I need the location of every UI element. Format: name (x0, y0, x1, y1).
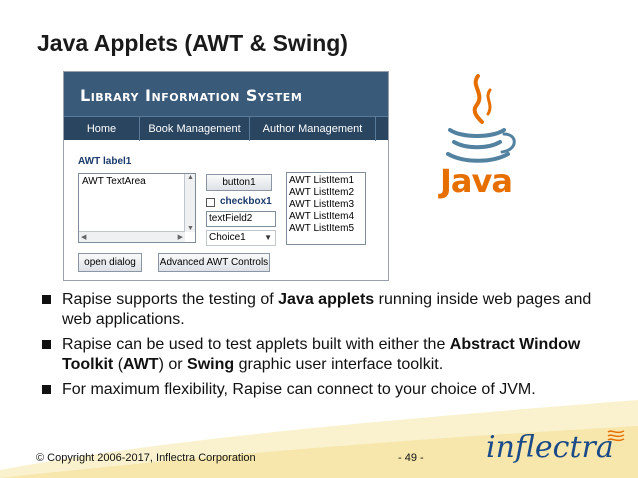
java-cup-icon (446, 74, 516, 163)
bullet-item: For maximum flexibility, Rapise can conn… (40, 380, 600, 400)
inflectra-wave-icon (607, 430, 625, 442)
scroll-up-icon[interactable]: ▲ (187, 174, 194, 181)
bullet-item: Rapise supports the testing of Java appl… (40, 290, 600, 330)
bullet-text-bold: Abstract Window Toolkit (62, 336, 581, 373)
checkbox1-box[interactable] (206, 198, 215, 207)
list-item[interactable]: AWT ListItem1 (289, 175, 355, 186)
bullet-square-icon (42, 340, 51, 349)
bullet-square-icon (42, 385, 51, 394)
nav-book-management[interactable]: Book Management (140, 117, 250, 141)
awt-textarea[interactable]: AWT TextArea ▲ ▼ ◀ ▶ (78, 173, 196, 243)
bullet-text-bold: Swing (187, 356, 235, 373)
page-number: - 49 - (398, 452, 424, 464)
bullet-text: Rapise supports the testing of (62, 291, 279, 308)
bullet-text: For maximum flexibility, Rapise can conn… (62, 381, 536, 398)
button1[interactable]: button1 (206, 174, 272, 191)
textarea-vertical-scrollbar[interactable]: ▲ ▼ (184, 174, 195, 232)
bullet-text: ) or (158, 356, 188, 373)
open-dialog-button[interactable]: open dialog (78, 253, 142, 272)
awt-label: AWT label1 (78, 156, 132, 167)
list-item[interactable]: AWT ListItem3 (289, 199, 355, 210)
advanced-awt-controls-button[interactable]: Advanced AWT Controls (158, 253, 270, 272)
scroll-right-icon[interactable]: ▶ (177, 234, 183, 241)
awt-list[interactable]: AWT ListItem1 AWT ListItem2 AWT ListItem… (286, 172, 366, 245)
applet-screenshot: Library Information System Home Book Man… (63, 71, 389, 281)
library-title: Library Information System (80, 86, 303, 105)
library-nav: Home Book Management Author Management (64, 116, 388, 141)
scroll-left-icon[interactable]: ◀ (81, 234, 87, 241)
footer-swoosh (0, 400, 638, 478)
chevron-down-icon[interactable]: ▼ (264, 233, 272, 242)
bullet-square-icon (42, 295, 51, 304)
list-item[interactable]: AWT ListItem5 (289, 223, 355, 234)
bullet-text: Rapise can be used to test applets built… (62, 336, 450, 353)
bullet-text: ( (113, 356, 124, 373)
list-item[interactable]: AWT ListItem2 (289, 187, 355, 198)
bullet-text-bold: AWT (123, 356, 159, 373)
awt-panel: AWT label1 AWT TextArea ▲ ▼ ◀ ▶ button1 … (74, 148, 382, 276)
textfield2-input[interactable]: textField2 (206, 211, 276, 227)
choice1-select[interactable]: Choice1 ▼ (206, 230, 276, 246)
nav-home[interactable]: Home (64, 117, 140, 141)
scroll-down-icon[interactable]: ▼ (187, 225, 194, 232)
bullet-list: Rapise supports the testing of Java appl… (40, 290, 600, 405)
slide-title: Java Applets (AWT & Swing) (37, 30, 348, 56)
nav-author-management[interactable]: Author Management (250, 117, 376, 141)
bullet-text: graphic user interface toolkit. (234, 356, 444, 373)
footer-copyright: © Copyright 2006-2017, Inflectra Corpora… (36, 452, 256, 464)
java-wordmark: Java (440, 162, 513, 200)
bullet-text: running inside web pages and web applica… (62, 291, 592, 328)
list-item[interactable]: AWT ListItem4 (289, 211, 355, 222)
bullet-text-bold: Java applets (278, 291, 375, 308)
bullet-item: Rapise can be used to test applets built… (40, 335, 600, 375)
awt-textarea-value: AWT TextArea (82, 176, 146, 187)
library-header: Library Information System (64, 72, 388, 116)
choice1-value: Choice1 (209, 232, 246, 243)
checkbox1-label: checkbox1 (220, 196, 272, 207)
inflectra-logo: inflectra (486, 430, 614, 465)
textarea-horizontal-scrollbar[interactable]: ◀ ▶ (79, 231, 185, 242)
